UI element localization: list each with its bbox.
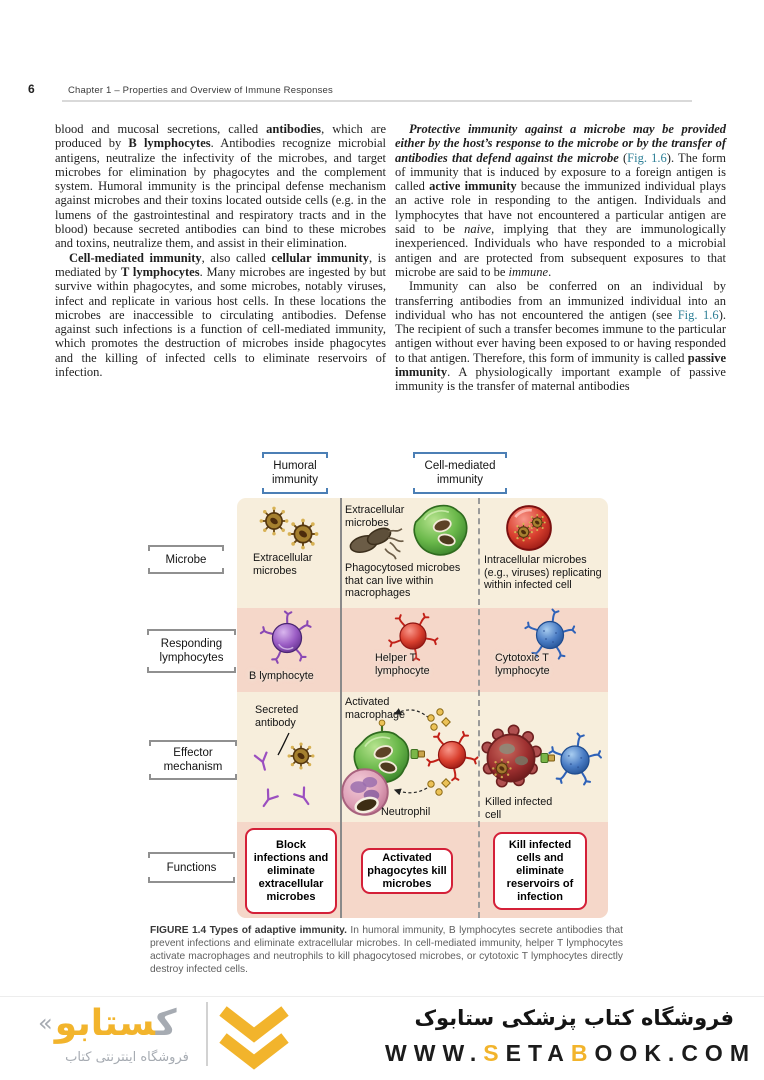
url-segment: ETA: [505, 1040, 571, 1066]
figure-row-label-responding-lymphocytes: Responding lymphocytes: [147, 629, 236, 673]
page-number: 6: [28, 82, 35, 96]
effector-mechanism-row-label: Effector mechanism: [163, 747, 223, 773]
antibody-icon: [257, 788, 279, 810]
cytotoxic-t-cell-icon: [547, 732, 603, 788]
humoral-immunity-label: Humoral immunity: [271, 460, 318, 486]
right-text-column: Protective immunity against a microbe ma…: [395, 122, 726, 394]
paragraph-cell-mediated: Cell-mediated immunity, also called cell…: [55, 250, 387, 380]
neutrophil-label: Neutrophil: [381, 806, 431, 818]
functions-row-label: Functions: [166, 861, 217, 874]
secreted-antibody-label: Secreted antibody: [255, 704, 299, 729]
logo-wordmark: کستابو: [55, 1003, 177, 1044]
bracket-line: [148, 545, 224, 551]
header-rule: [62, 100, 692, 102]
bracket-line: [262, 488, 328, 494]
function-box-humoral: Block infections and eliminate extracell…: [245, 828, 337, 914]
bracket-line: [262, 452, 328, 458]
figure-caption: FIGURE 1.4 Types of adaptive immunity. I…: [150, 924, 623, 976]
function-box-phagocytes: Activated phagocytes kill microbes: [361, 848, 453, 894]
website-url-link[interactable]: WWW.SETABOOK.COM: [385, 1040, 756, 1067]
column-divider-dashed: [478, 498, 480, 918]
double-chevron-emblem-icon: [219, 1006, 289, 1070]
function-box-kill-infected: Kill infected cells and eliminate reserv…: [493, 832, 587, 910]
figure-row-label-functions: Functions: [148, 852, 235, 883]
bracket-line: [149, 740, 237, 746]
antibody-icon: [253, 751, 272, 772]
bracket-line: [413, 452, 507, 458]
figure-1-6-link-2[interactable]: Fig. 1.6: [677, 307, 719, 322]
infected-cell-icon: [503, 502, 555, 554]
figure-column-header-humoral: Humoral immunity: [262, 452, 328, 494]
figure-caption-title: FIGURE 1.4 Types of adaptive immunity.: [150, 925, 347, 936]
logo-chevron-icon: «: [38, 1009, 53, 1037]
bracket-line: [148, 852, 235, 858]
bracket-line: [147, 629, 236, 635]
microbe-row-label: Microbe: [165, 553, 207, 566]
bracket-line: [413, 488, 507, 494]
left-text-column: blood and mucosal secretions, called ant…: [55, 122, 386, 379]
cytotoxic-t-lymphocyte-label: Cytotoxic T lymphocyte: [495, 652, 550, 677]
paragraph-passive-immunity: Immunity can also be conferred on an ind…: [395, 279, 726, 394]
footer-divider: [0, 996, 764, 997]
killed-infected-cell-icon: [477, 724, 545, 792]
setabook-logo: « کستابو: [38, 1000, 177, 1046]
url-segment: WWW.: [385, 1040, 484, 1066]
responding-lymphocytes-row-label: Responding lymphocytes: [159, 638, 224, 664]
cytokine-arrow-top: [393, 708, 451, 731]
bacterium-icon: [347, 524, 405, 561]
logo-subtitle: فروشگاه اینترنتی کتاب: [65, 1050, 189, 1065]
extracellular-microbe-icon: [259, 506, 289, 536]
logo-divider-bar: [206, 1002, 208, 1066]
extracellular-microbes-mid-label: Extracellular microbes: [345, 504, 405, 529]
killed-infected-cell-label: Killed infected cell: [485, 796, 553, 821]
logo-wordmark-gray: ک: [155, 1002, 177, 1044]
paragraph-humoral: blood and mucosal secretions, called ant…: [55, 122, 387, 251]
url-segment-accent: S: [483, 1040, 506, 1066]
column-divider-solid: [340, 498, 342, 918]
bracket-line: [149, 774, 237, 780]
helper-t-lymphocyte-label: Helper T lymphocyte: [375, 652, 430, 677]
logo-wordmark-yellow: ستابو: [54, 1002, 156, 1044]
intracellular-microbes-label: Intracellular microbes (e.g., viruses) r…: [484, 554, 602, 591]
extracellular-microbes-label: Extracellular microbes: [253, 552, 313, 577]
antibody-icon: [293, 786, 315, 808]
paragraph-active-immunity: Protective immunity against a microbe ma…: [395, 122, 726, 279]
figure-1-6-link[interactable]: Fig. 1.6: [627, 150, 667, 165]
activated-macrophage-label: Activated macrophage: [345, 696, 406, 721]
url-segment-accent: B: [570, 1040, 595, 1066]
figure-column-header-cell-mediated: Cell-mediated immunity: [413, 452, 507, 494]
url-segment: OOK.COM: [594, 1040, 756, 1066]
macrophage-with-microbes-icon: [413, 504, 468, 556]
cell-mediated-immunity-label: Cell-mediated immunity: [424, 460, 496, 486]
bracket-line: [148, 877, 235, 883]
bracket-line: [148, 568, 224, 574]
figure-row-label-effector-mechanism: Effector mechanism: [149, 740, 237, 780]
microbe-icon: [287, 742, 315, 770]
phagocytosed-microbes-label: Phagocytosed microbes that can live with…: [345, 562, 461, 599]
chapter-header: Chapter 1 – Properties and Overview of I…: [68, 85, 333, 96]
store-name-text: فروشگاه کتاب پزشکی ستابوک: [414, 1006, 734, 1030]
bracket-line: [147, 667, 236, 673]
b-lymphocyte-label: B lymphocyte: [249, 670, 314, 682]
b-lymphocyte-icon: [259, 610, 315, 666]
extracellular-microbe-icon: [287, 518, 319, 550]
cytokine-arrow-bottom: [393, 778, 451, 796]
figure-1-4-diagram: Extracellular microbes Extracellular mic…: [237, 498, 608, 918]
pointer-line: [277, 732, 290, 756]
figure-caption-text: In humoral immunity, B lymphocytes secre…: [150, 925, 623, 975]
figure-row-label-microbe: Microbe: [148, 545, 224, 574]
